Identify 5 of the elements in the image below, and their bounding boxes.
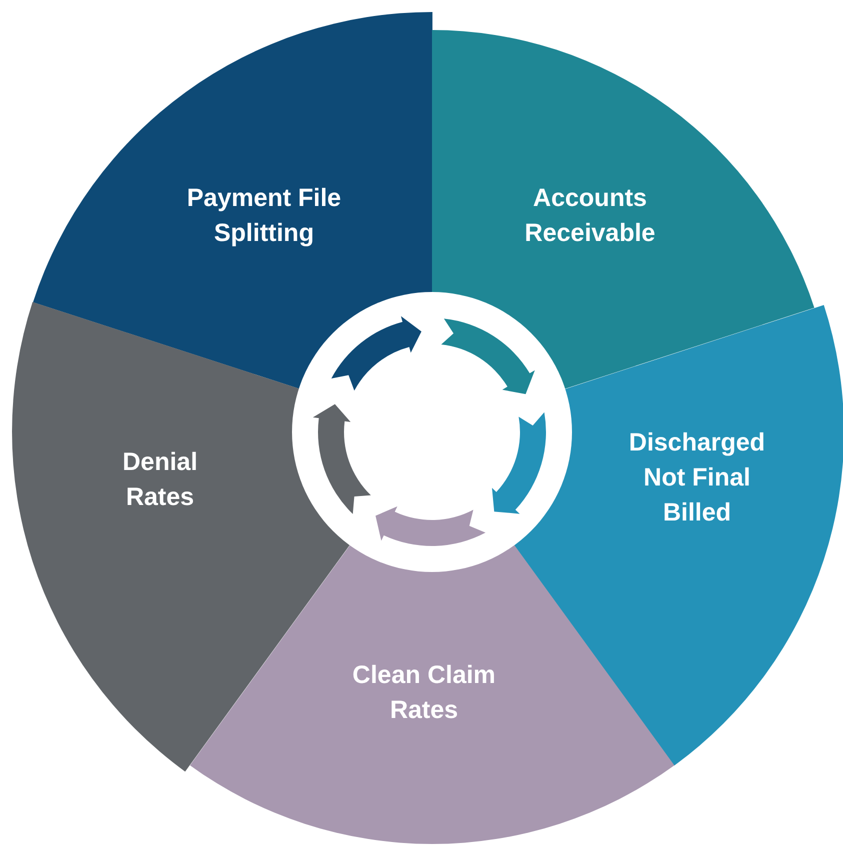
- segment-label: Accounts Receivable: [524, 183, 656, 249]
- segment-label: Payment File Splitting: [186, 183, 342, 249]
- segment-label: Clean Claim Rates: [351, 660, 497, 726]
- segment-label: Discharged Not Final Billed: [628, 427, 766, 528]
- segment-label: Denial Rates: [121, 446, 199, 513]
